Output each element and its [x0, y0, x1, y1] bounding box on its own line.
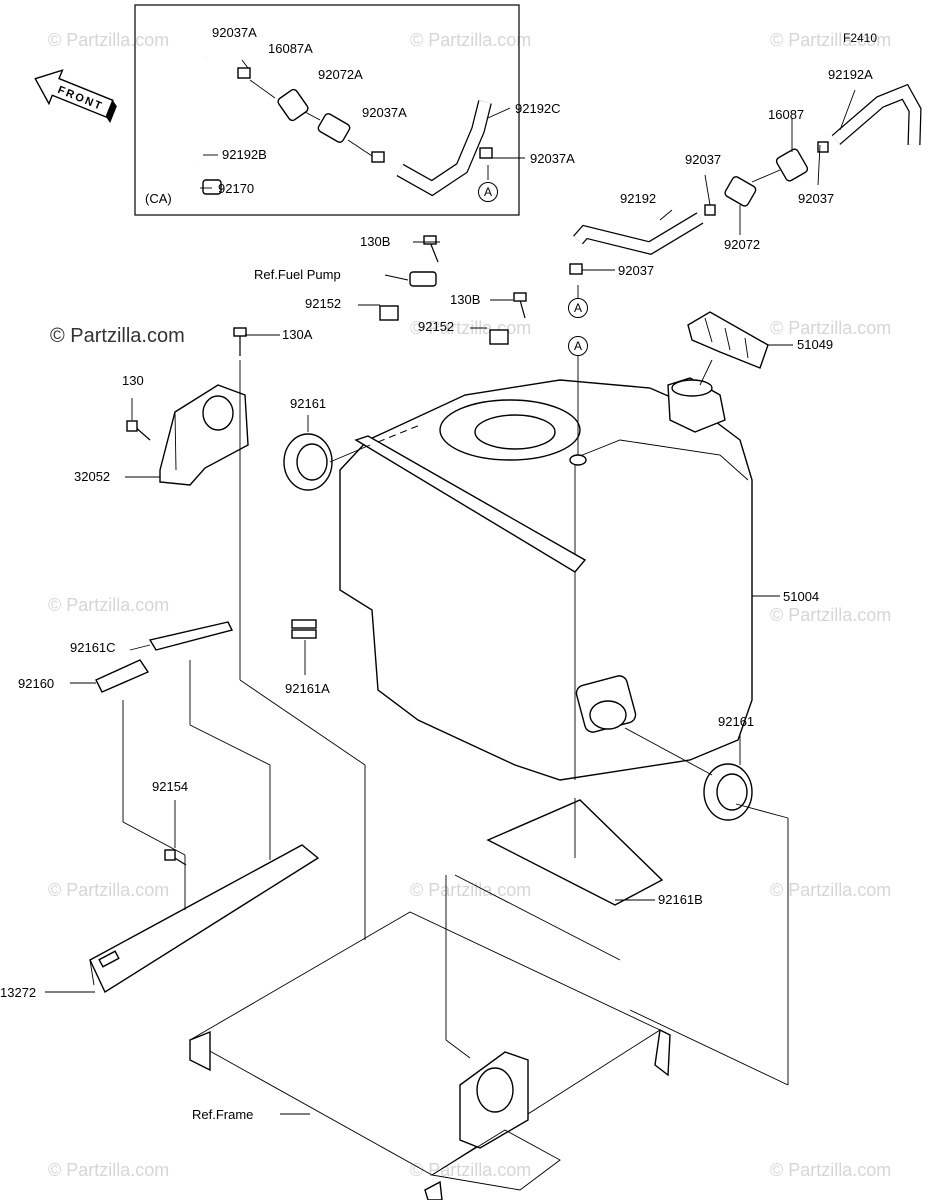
inset-filter-16087A	[277, 88, 309, 122]
label-92192A: 92192A	[828, 67, 873, 82]
label-92161C: 92161C	[70, 640, 116, 655]
pad-92160	[95, 659, 150, 693]
label-92037A: 92037A	[362, 105, 407, 120]
connector-a-upper: A	[568, 298, 588, 318]
label-92161A: 92161A	[285, 681, 330, 696]
label-16087: 16087	[768, 107, 805, 122]
bolt-130B-1	[423, 235, 439, 263]
inset-clamp-92072A	[317, 113, 351, 143]
bolt-130B-2	[513, 292, 527, 319]
filter-16087	[775, 148, 809, 182]
pad-92161A	[291, 619, 317, 639]
connector-a-lower: A	[568, 336, 588, 356]
grommet-92161-upper	[283, 433, 333, 491]
label-130B: 130B	[360, 234, 391, 249]
inset-box	[134, 4, 520, 216]
label-92072A: 92072A	[318, 67, 363, 82]
label-92161: 92161	[718, 714, 755, 729]
label-130A: 130A	[282, 327, 313, 342]
label-92037: 92037	[618, 263, 655, 278]
label-92192C: 92192C	[515, 101, 561, 116]
label-32052: 32052	[74, 469, 111, 484]
watermark: © Partzilla.com	[48, 30, 170, 50]
label-ref-fuel-pump: Ref.Fuel Pump	[254, 267, 341, 282]
label-92161B: 92161B	[658, 892, 703, 907]
label-92154: 92154	[152, 779, 189, 794]
label-92192B: 92192B	[222, 147, 267, 162]
watermark: © Partzilla.com	[770, 1160, 892, 1180]
label-92037: 92037	[798, 191, 835, 206]
bracket-32052	[159, 384, 249, 486]
label-92160: 92160	[18, 676, 55, 691]
pad-92152-1	[379, 305, 399, 321]
pad-92152-2	[489, 329, 509, 345]
label-130: 130	[122, 373, 144, 388]
label-92152: 92152	[418, 319, 455, 334]
fuel-tank-51004	[339, 377, 753, 781]
pad-92161C	[148, 621, 234, 651]
watermark: © Partzilla.com	[410, 1160, 532, 1180]
bolt-130A	[233, 327, 247, 356]
label-ref-frame: Ref.Frame	[192, 1107, 254, 1122]
watermark: © Partzilla.com	[410, 880, 532, 900]
label-51004: 51004	[783, 589, 820, 604]
watermark: © Partzilla.com	[770, 30, 892, 50]
leader-lines	[45, 59, 856, 1115]
label-13272: 13272	[0, 985, 37, 1000]
watermark: © Partzilla.com	[48, 880, 170, 900]
label-16087A: 16087A	[268, 41, 313, 56]
bracket-13272	[89, 844, 320, 994]
label-92152: 92152	[305, 296, 342, 311]
cap-51049	[687, 311, 769, 369]
watermark: © Partzilla.com	[50, 325, 185, 347]
label-92161: 92161	[290, 396, 327, 411]
front-arrow-icon	[34, 69, 117, 123]
label-92170: 92170	[218, 181, 255, 196]
watermark: © Partzilla.com	[48, 1160, 170, 1180]
inset-label: (CA)	[145, 191, 172, 206]
label-92037A: 92037A	[530, 151, 575, 166]
fuel-pump-clip	[409, 271, 437, 287]
bolt-130	[126, 420, 151, 441]
clamp-92072	[724, 176, 757, 207]
inset-clip-92170	[202, 179, 222, 195]
figure-code: F2410	[843, 31, 878, 45]
watermark: © Partzilla.com	[770, 880, 892, 900]
connector-a-inset: A	[478, 182, 498, 202]
label-92037A: 92037A	[212, 25, 257, 40]
bolt-92154	[164, 849, 187, 866]
label-92037: 92037	[685, 152, 722, 167]
watermark: © Partzilla.com	[410, 30, 532, 50]
label-51049: 51049	[797, 337, 834, 352]
watermark: © Partzilla.com	[770, 318, 892, 338]
watermark: © Partzilla.com	[48, 595, 170, 615]
label-92192: 92192	[620, 191, 657, 206]
label-130B: 130B	[450, 292, 481, 307]
label-92072: 92072	[724, 237, 761, 252]
ref-frame	[189, 911, 671, 1200]
grommet-92161-lower	[703, 763, 753, 821]
watermark: © Partzilla.com	[770, 605, 892, 625]
